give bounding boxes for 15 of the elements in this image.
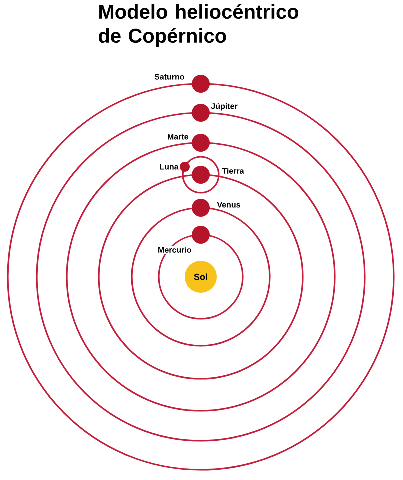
planet-label: Luna [158,163,180,171]
planet-label: Júpiter [210,102,239,112]
planet-label: Saturno [154,73,186,81]
planet-circle [192,226,210,244]
planet-circle [180,162,190,172]
planet-circle [192,199,210,217]
planet-label: Tierra [221,167,246,175]
title: Modelo heliocéntrico de Copérnico [99,4,299,48]
planet-label: Marte [166,133,190,141]
planet-circle [192,75,210,93]
planet-circle [192,134,210,152]
planet-label: Mercurio [157,246,193,254]
planet-label: Venus [216,201,242,209]
planet-circle [192,166,210,184]
planet-circle [192,104,210,122]
